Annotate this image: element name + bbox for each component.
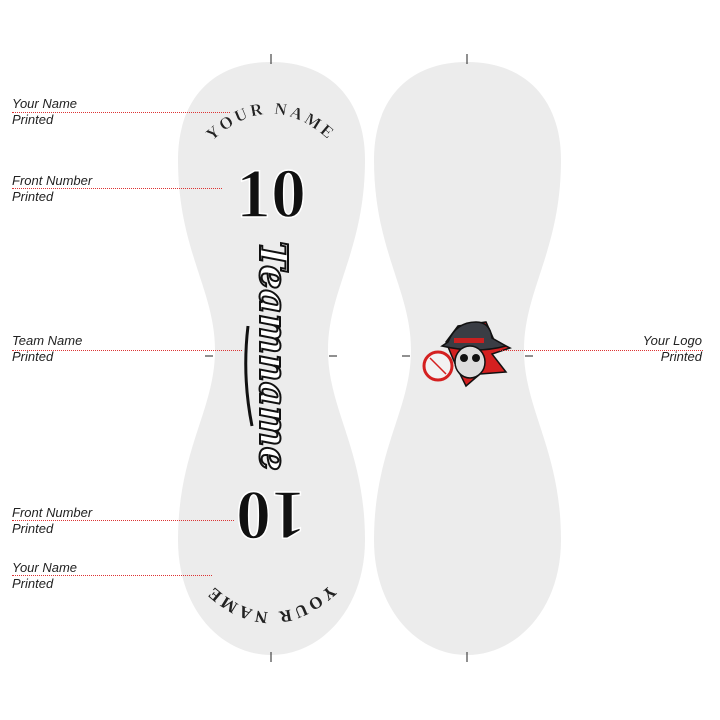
leader-line-number-top bbox=[12, 188, 222, 189]
label-your-logo: Your Logo Printed bbox=[643, 333, 702, 365]
team-name-swoosh bbox=[244, 325, 254, 427]
label-your-name-bottom: Your Name Printed bbox=[12, 560, 77, 592]
label-line: Printed bbox=[660, 349, 702, 364]
label-front-number-top: Front Number Printed bbox=[12, 173, 92, 205]
cowboy-skull-logo bbox=[422, 321, 512, 388]
label-line: Your Name bbox=[12, 96, 78, 111]
team-name-script: Teamname bbox=[251, 241, 296, 471]
left-panel bbox=[178, 62, 365, 655]
front-number-bottom: 10 bbox=[236, 476, 306, 553]
label-line: Your Logo bbox=[642, 333, 702, 348]
leader-line-name-bottom bbox=[12, 575, 212, 576]
label-line: Printed bbox=[12, 576, 54, 591]
label-line: Printed bbox=[12, 521, 54, 536]
leader-line-name-top bbox=[12, 112, 230, 113]
label-your-name-top: Your Name Printed bbox=[12, 96, 77, 128]
label-line: Team Name bbox=[12, 333, 83, 348]
label-team-name: Team Name Printed bbox=[12, 333, 82, 365]
label-line: Printed bbox=[12, 112, 54, 127]
leader-line-number-bottom bbox=[12, 520, 234, 521]
label-line: Printed bbox=[12, 189, 54, 204]
label-line: Printed bbox=[12, 349, 54, 364]
front-number-top: 10 bbox=[236, 156, 306, 233]
label-line: Your Name bbox=[12, 560, 78, 575]
registration-ticks bbox=[205, 54, 533, 662]
label-line: Front Number bbox=[12, 173, 93, 188]
label-line: Front Number bbox=[12, 505, 93, 520]
leader-line-logo bbox=[500, 350, 703, 351]
label-front-number-bottom: Front Number Printed bbox=[12, 505, 92, 537]
leader-line-team-name bbox=[12, 350, 242, 351]
